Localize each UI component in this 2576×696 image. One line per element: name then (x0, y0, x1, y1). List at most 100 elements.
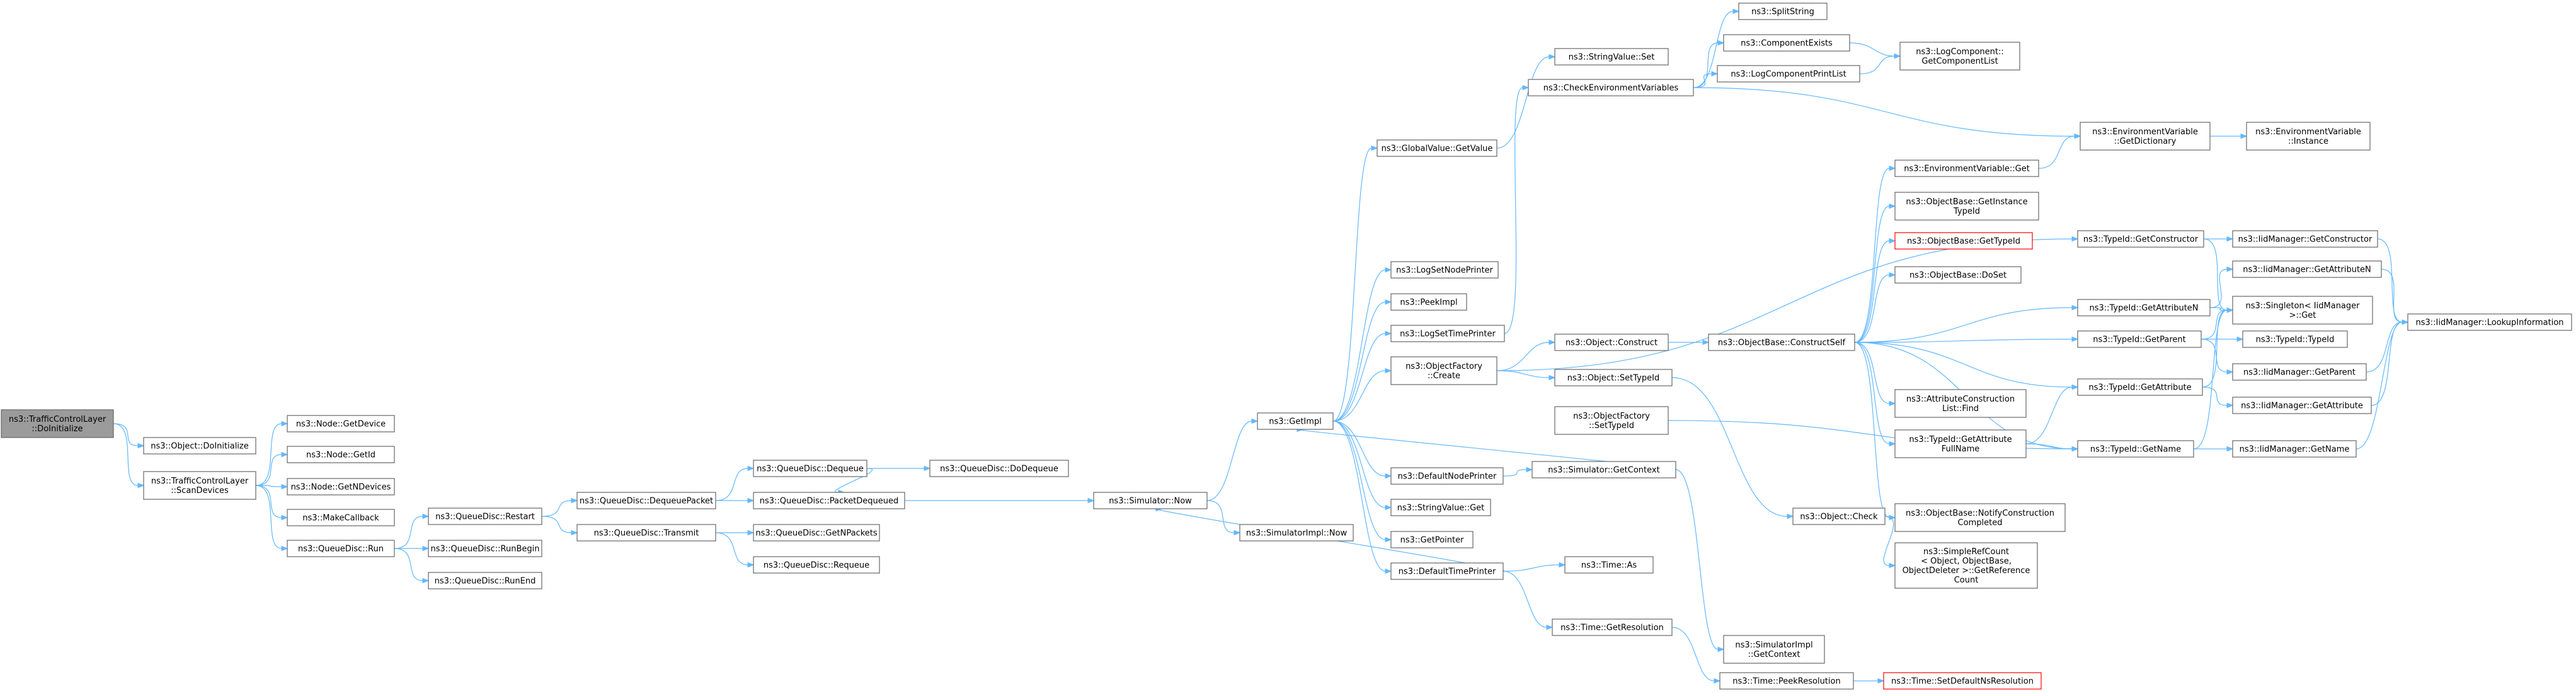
graph-node-obgettypeid[interactable]: ns3::ObjectBase::GetTypeId (1894, 232, 2033, 250)
graph-node-logsetnode[interactable]: ns3::LogSetNodePrinter (1390, 261, 1499, 279)
graph-node-idmgetctor[interactable]: ns3::IidManager::GetConstructor (2232, 230, 2378, 248)
edge-ofcreate-to-objsettypeid (1496, 370, 1556, 381)
graph-node-singleton[interactable]: ns3::Singleton< IidManager>::Get (2232, 296, 2373, 325)
graph-node-strvalget[interactable]: ns3::StringValue::Get (1390, 499, 1491, 516)
graph-node-qddequeue[interactable]: ns3::QueueDisc::Dequeue (753, 460, 867, 477)
node-box (1894, 389, 2027, 418)
graph-node-getimpl[interactable]: ns3::GetImpl (1257, 412, 1334, 430)
graph-node-envgetdict[interactable]: ns3::EnvironmentVariable::GetDictionary (2080, 122, 2211, 151)
graph-node-idmgetattrn[interactable]: ns3::IidManager::GetAttributeN (2232, 260, 2382, 278)
graph-node-idmgetname[interactable]: ns3::IidManager::GetName (2232, 440, 2357, 458)
graph-node-simnow[interactable]: ns3::Simulator::Now (1093, 492, 1208, 509)
graph-node-qdrequeue[interactable]: ns3::QueueDisc::Requeue (753, 556, 880, 574)
graph-node-timepeekres[interactable]: ns3::Time::PeekResolution (1719, 672, 1854, 690)
graph-node-qdrunbegin[interactable]: ns3::QueueDisc::RunBegin (428, 540, 542, 557)
graph-node-simimplgetctx[interactable]: ns3::SimulatorImpl::GetContext (1723, 635, 1825, 664)
graph-node-qdrun[interactable]: ns3::QueueDisc::Run (287, 540, 395, 557)
graph-node-makecb[interactable]: ns3::MakeCallback (287, 509, 395, 526)
graph-node-gvgetvalue[interactable]: ns3::GlobalValue::GetValue (1377, 139, 1497, 157)
graph-node-objdoinit[interactable]: ns3::Object::DoInitialize (143, 437, 256, 455)
graph-node-tidgetparent[interactable]: ns3::TypeId::GetParent (2077, 330, 2202, 348)
node-box (428, 572, 542, 589)
graph-node-ofcreate[interactable]: ns3::ObjectFactory::Create (1390, 356, 1497, 385)
node-box (2077, 378, 2203, 396)
graph-node-idmgetparent[interactable]: ns3::IidManager::GetParent (2232, 363, 2367, 381)
node-label: FullName (1942, 444, 1980, 454)
graph-node-tidgetctor[interactable]: ns3::TypeId::GetConstructor (2077, 230, 2204, 248)
graph-node-qdgetnpkt[interactable]: ns3::QueueDisc::GetNPackets (753, 524, 880, 542)
node-label: ns3::GetImpl (1269, 417, 1322, 427)
graph-node-splitstr[interactable]: ns3::SplitString (1738, 3, 1828, 20)
graph-node-logcompget[interactable]: ns3::LogComponent::GetComponentList (1899, 42, 2020, 71)
edge-scandev-to-getdevice (255, 420, 289, 486)
edge-timegetres-to-timepeekres (1671, 627, 1721, 684)
graph-node-qdrestart[interactable]: ns3::QueueDisc::Restart (428, 508, 542, 525)
node-label: ObjectDeleter >::GetReference (1903, 566, 2030, 576)
graph-node-tidgetname[interactable]: ns3::TypeId::GetName (2077, 440, 2194, 458)
graph-node-timesetdef[interactable]: ns3::Time::SetDefaultNsResolution (1883, 672, 2042, 690)
graph-node-obconstructself[interactable]: ns3::ObjectBase::ConstructSelf (1708, 334, 1855, 351)
graph-node-qddeqpkt[interactable]: ns3::QueueDisc::DequeuePacket (576, 492, 716, 509)
node-label: ns3::IidManager::GetConstructor (2238, 235, 2373, 245)
graph-node-getndev[interactable]: ns3::Node::GetNDevices (287, 478, 395, 496)
node-box (2077, 330, 2202, 348)
edge-tidgetattrn-to-idmgetattrn (2209, 266, 2234, 308)
graph-node-scandev[interactable]: ns3::TrafficControlLayer::ScanDevices (143, 471, 256, 500)
graph-node-tidtypeid[interactable]: ns3::TypeId::TypeId (2242, 330, 2348, 348)
node-label: ns3::IidManager::GetName (2240, 445, 2350, 455)
graph-node-getpointer[interactable]: ns3::GetPointer (1390, 531, 1474, 548)
graph-node-tidgetattr[interactable]: ns3::TypeId::GetAttribute (2077, 378, 2203, 396)
node-label: ns3::QueueDisc::Requeue (764, 561, 869, 571)
graph-node-obnotify[interactable]: ns3::ObjectBase::NotifyConstructionCompl… (1894, 503, 2066, 532)
edge-getimpl-to-getpointer (1332, 420, 1392, 543)
graph-node-peekimpl[interactable]: ns3::PeekImpl (1390, 293, 1467, 311)
graph-node-logcompprint[interactable]: ns3::LogComponentPrintList (1717, 65, 1860, 83)
node-label: ns3::ObjectBase::GetTypeId (1907, 237, 2020, 246)
graph-node-obdoset[interactable]: ns3::ObjectBase::DoSet (1894, 266, 2022, 284)
graph-node-timeas[interactable]: ns3::Time::As (1564, 556, 1654, 574)
edge-simnow-to-simimplnow (1206, 500, 1241, 536)
graph-node-qdtransmit[interactable]: ns3::QueueDisc::Transmit (576, 524, 716, 542)
node-label: ns3::ObjectFactory (1405, 362, 1482, 371)
graph-node-qddodeq[interactable]: ns3::QueueDisc::DoDequeue (929, 460, 1069, 477)
graph-node-checkenv[interactable]: ns3::CheckEnvironmentVariables (1528, 79, 1694, 96)
edge-obconstructself-to-obdoset (1854, 272, 1896, 343)
graph-node-deftimeprint[interactable]: ns3::DefaultTimePrinter (1390, 562, 1504, 580)
node-label: ns3::QueueDisc::Dequeue (757, 465, 864, 474)
node-box (143, 437, 256, 455)
graph-node-simimplnow[interactable]: ns3::SimulatorImpl::Now (1239, 524, 1354, 542)
graph-node-envinst[interactable]: ns3::EnvironmentVariable::Instance (2246, 122, 2371, 151)
edge-obconstructself-to-envget (1854, 165, 1896, 343)
graph-node-defnodeprint[interactable]: ns3::DefaultNodePrinter (1390, 467, 1504, 485)
graph-node-root[interactable]: ns3::TrafficControlLayer::DoInitialize (1, 409, 114, 438)
graph-node-tidgetattrn[interactable]: ns3::TypeId::GetAttributeN (2077, 299, 2211, 316)
node-label: ns3::Time::PeekResolution (1732, 677, 1840, 687)
graph-node-qdrunend[interactable]: ns3::QueueDisc::RunEnd (428, 572, 542, 589)
graph-node-objcheck[interactable]: ns3::Object::Check (1792, 508, 1886, 525)
graph-node-qdpktdeq[interactable]: ns3::QueueDisc::PacketDequeued (753, 492, 905, 509)
node-box (2407, 313, 2572, 331)
graph-node-simplerefcount[interactable]: ns3::SimpleRefCount< Object, ObjectBase,… (1894, 542, 2038, 589)
node-box (1554, 48, 1669, 66)
graph-node-objconstruct[interactable]: ns3::Object::Construct (1554, 334, 1669, 351)
graph-node-objsettypeid[interactable]: ns3::Object::SetTypeId (1554, 369, 1673, 386)
graph-node-envget[interactable]: ns3::EnvironmentVariable::Get (1894, 160, 2039, 177)
node-label: ns3::TrafficControlLayer (151, 477, 249, 486)
edge-scandev-to-getndev (255, 484, 289, 490)
graph-node-idmlookup[interactable]: ns3::IidManager::LookupInformation (2407, 313, 2572, 331)
graph-node-strvalset[interactable]: ns3::StringValue::Set (1554, 48, 1669, 66)
node-label: ::GetContext (1748, 650, 1800, 659)
graph-node-getdevice[interactable]: ns3::Node::GetDevice (287, 415, 395, 432)
graph-node-compexists[interactable]: ns3::ComponentExists (1723, 34, 1850, 52)
graph-node-timegetres[interactable]: ns3::Time::GetResolution (1552, 618, 1673, 636)
graph-node-logsettime[interactable]: ns3::LogSetTimePrinter (1390, 325, 1505, 342)
graph-node-getid[interactable]: ns3::Node::GetId (287, 446, 395, 463)
node-box (2080, 122, 2211, 151)
graph-node-idmgetattr[interactable]: ns3::IidManager::GetAttribute (2232, 397, 2372, 414)
graph-node-simgetctx[interactable]: ns3::Simulator::GetContext (1531, 461, 1676, 478)
graph-node-ofsettypeid[interactable]: ns3::ObjectFactory::SetTypeId (1554, 406, 1669, 435)
node-label: ns3::TypeId::GetAttributeN (2089, 304, 2198, 313)
